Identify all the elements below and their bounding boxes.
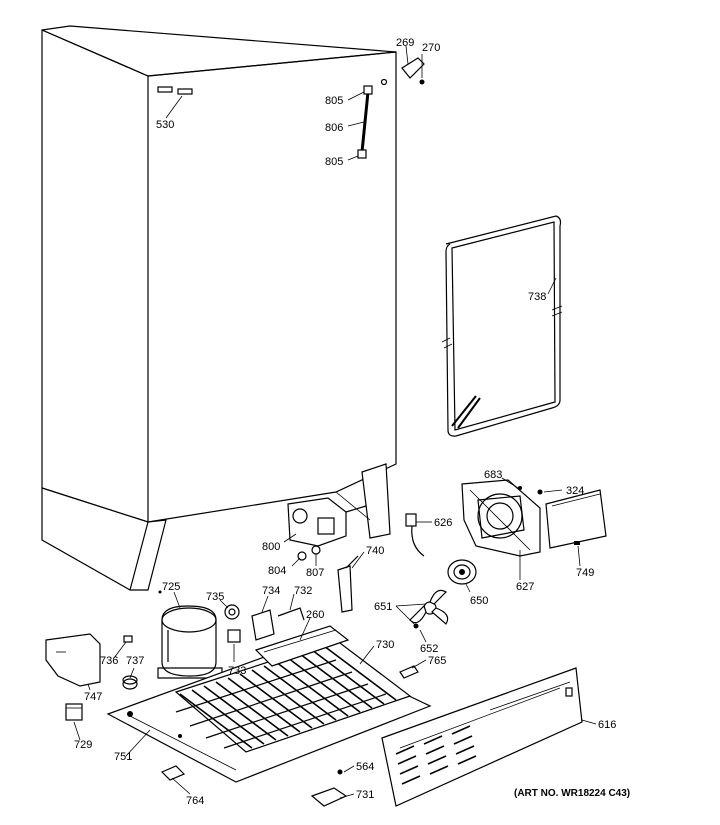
- fan-shroud-627: [461, 479, 541, 557]
- relay-735: [224, 604, 240, 620]
- rear-grille-616: [381, 667, 583, 807]
- gasket-frame-738: [441, 215, 563, 437]
- label-807: 807: [306, 567, 324, 579]
- label-804: 804: [268, 565, 286, 577]
- grommet-737: [122, 675, 138, 690]
- label-734: 734: [262, 585, 280, 597]
- heater-740: [337, 555, 359, 613]
- label-725: 725: [162, 581, 180, 593]
- label-737: 737: [126, 655, 144, 667]
- label-747: 747: [84, 691, 102, 703]
- label-749: 749: [576, 567, 594, 579]
- clip-765: [399, 665, 419, 679]
- bracket-731: [310, 787, 348, 807]
- fan-motor-650: [447, 559, 477, 585]
- label-651: 651: [374, 601, 392, 613]
- compressor-725: [157, 605, 223, 679]
- shield-747: [45, 633, 101, 687]
- label-765: 765: [428, 655, 446, 667]
- label-800: 800: [262, 541, 280, 553]
- label-683: 683: [484, 469, 502, 481]
- label-736: 736: [100, 655, 118, 667]
- clip-764: [160, 765, 186, 781]
- label-732: 732: [294, 585, 312, 597]
- label-731: 731: [356, 789, 374, 801]
- label-627: 627: [516, 581, 534, 593]
- fitting-807: [311, 545, 321, 555]
- art-number: (ART NO. WR18224 C43): [514, 788, 630, 799]
- label-729: 729: [74, 739, 92, 751]
- screw-324: [537, 489, 543, 495]
- leader-lines: [73, 45, 597, 799]
- label-324: 324: [566, 485, 584, 497]
- label-733: 733: [228, 665, 246, 677]
- cover-plate-749: [545, 489, 607, 549]
- label-730: 730: [376, 639, 394, 651]
- label-751: 751: [114, 751, 132, 763]
- drain-tray-260: [254, 625, 350, 667]
- label-764: 764: [186, 795, 204, 807]
- capacitor-734: [251, 609, 275, 641]
- harness-626: [405, 513, 425, 557]
- grommet-736: [123, 635, 133, 643]
- label-616: 616: [598, 719, 616, 731]
- condenser-coil-730: [174, 639, 412, 753]
- label-269: 269: [396, 37, 414, 49]
- label-652: 652: [420, 643, 438, 655]
- water-valve-800: [287, 497, 367, 547]
- label-806: 806: [325, 122, 343, 134]
- screw-564: [337, 769, 343, 775]
- overload-733: [227, 629, 241, 643]
- label-740: 740: [366, 545, 384, 557]
- part-labels: 269 270 805 806 805 530 738 683 324 626 …: [74, 37, 630, 807]
- bracket-732: [277, 607, 305, 621]
- drain-tube-assembly: [357, 85, 373, 159]
- label-650: 650: [470, 595, 488, 607]
- label-805-top: 805: [325, 95, 343, 107]
- clip-269-270: [401, 57, 425, 85]
- label-805-bottom: 805: [325, 156, 343, 168]
- fan-blade-651: [409, 589, 449, 629]
- label-735: 735: [206, 591, 224, 603]
- cabinet: [41, 25, 397, 594]
- label-626: 626: [434, 517, 452, 529]
- label-738: 738: [528, 291, 546, 303]
- label-260: 260: [306, 609, 324, 621]
- label-564: 564: [356, 761, 374, 773]
- label-270: 270: [422, 42, 440, 54]
- part-729: [65, 703, 83, 721]
- label-530: 530: [156, 119, 174, 131]
